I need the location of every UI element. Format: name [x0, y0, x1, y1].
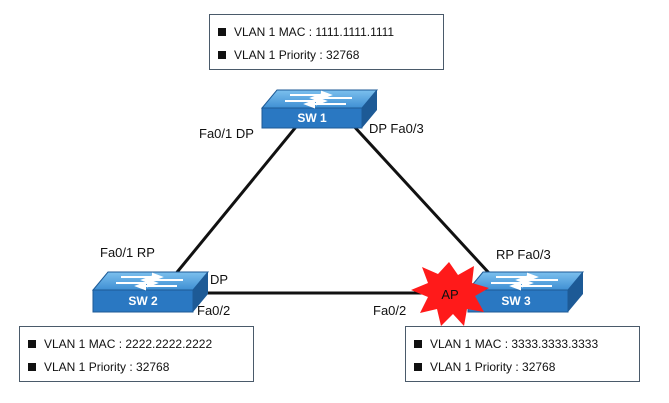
- port-label-sw1-fa03: DP Fa0/3: [369, 121, 424, 136]
- switch-label-sw1: SW 1: [297, 111, 327, 125]
- switch-label-sw3: SW 3: [501, 294, 531, 308]
- switch-sw2[interactable]: SW 2: [91, 271, 210, 313]
- info-box-sw2: VLAN 1 MAC : 2222.2222.2222 VLAN 1 Prior…: [19, 326, 254, 382]
- port-label-sw2-fa01: Fa0/1 RP: [100, 245, 155, 260]
- bullet-square-icon: [218, 28, 226, 36]
- ap-label: AP: [441, 287, 458, 302]
- port-label-sw3-fa02: Fa0/2: [373, 303, 407, 318]
- switch-sw1[interactable]: SW 1: [260, 89, 379, 129]
- link-sw1-sw3: [348, 120, 502, 287]
- switch-sw3[interactable]: SW 3: [466, 271, 585, 313]
- bullet-square-icon: [28, 363, 36, 371]
- switch-arrows-icon: [491, 272, 558, 291]
- link-sw1-sw2: [158, 121, 302, 294]
- burst-star-icon: [411, 262, 489, 326]
- port-label-sw2-dp: DP: [210, 272, 229, 287]
- mac-label: VLAN 1 MAC : 2222.2222.2222: [44, 337, 213, 351]
- priority-label: VLAN 1 Priority : 32768: [430, 360, 556, 374]
- bullet-square-icon: [414, 363, 422, 371]
- priority-label: VLAN 1 Priority : 32768: [234, 48, 360, 62]
- mac-label: VLAN 1 MAC : 1111.1111.1111: [234, 25, 395, 39]
- switch-arrows-icon: [285, 90, 352, 109]
- port-label-sw2-fa02: Fa0/2: [197, 303, 231, 318]
- alternate-port-burst: AP: [411, 262, 489, 326]
- switch-label-sw2: SW 2: [128, 294, 158, 308]
- port-label-sw3-fa03: RP Fa0/3: [496, 247, 551, 262]
- info-box-sw3: VLAN 1 MAC : 3333.3333.3333 VLAN 1 Prior…: [405, 326, 640, 382]
- bullet-square-icon: [28, 340, 36, 348]
- switch-arrows-icon: [116, 272, 183, 291]
- info-box-sw1: VLAN 1 MAC : 1111.1111.1111 VLAN 1 Prior…: [209, 14, 444, 70]
- bullet-square-icon: [218, 51, 226, 59]
- mac-label: VLAN 1 MAC : 3333.3333.3333: [430, 337, 599, 351]
- priority-label: VLAN 1 Priority : 32768: [44, 360, 170, 374]
- bullet-square-icon: [414, 340, 422, 348]
- port-label-sw1-fa01: Fa0/1 DP: [199, 126, 254, 141]
